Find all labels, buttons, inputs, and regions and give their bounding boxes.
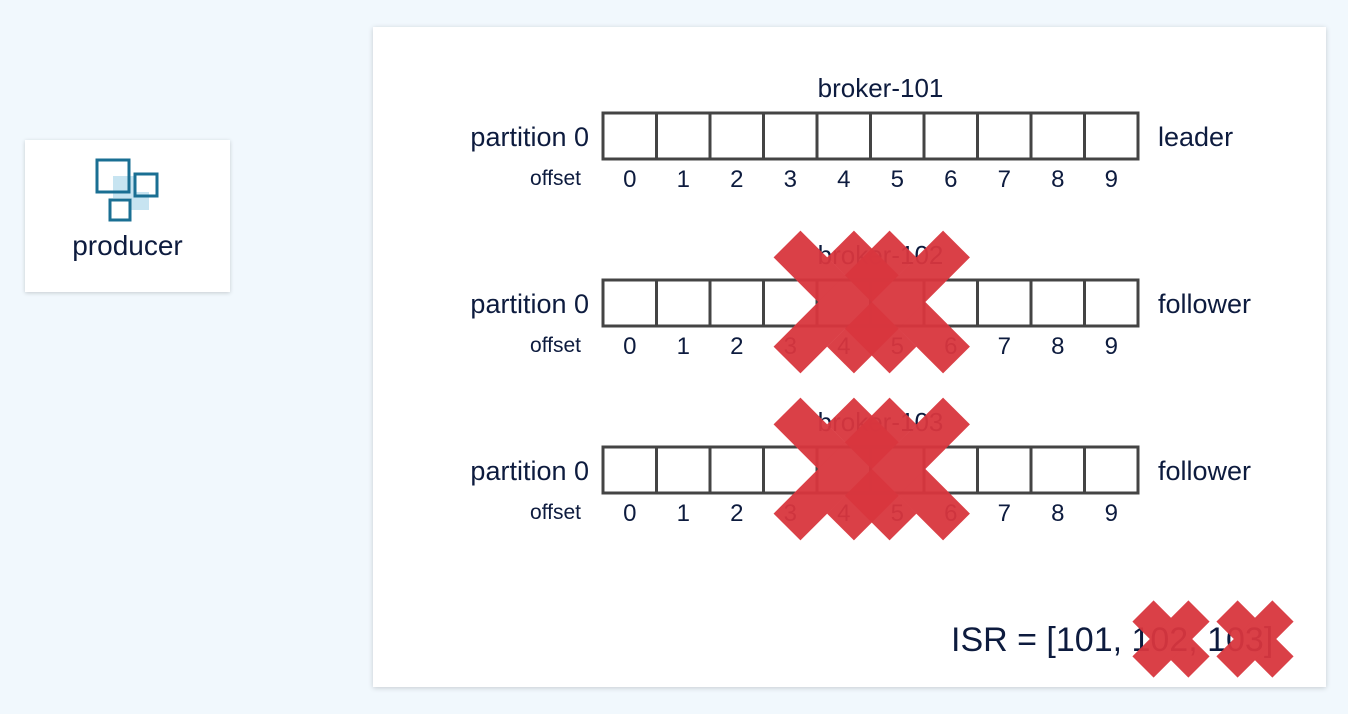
offset-cell: [655, 445, 712, 495]
offset-cell: [1029, 111, 1086, 161]
cross-mark: [827, 397, 970, 541]
broker-role-leader: leader: [1158, 122, 1233, 152]
offset-cell: [922, 111, 979, 161]
offset-number: 9: [1105, 333, 1118, 360]
cross-mark-stroke: [827, 230, 970, 374]
partition-label: partition 0: [470, 122, 589, 152]
offset-cell: [708, 278, 765, 328]
offset-number: 1: [677, 333, 690, 360]
offset-number: 8: [1051, 166, 1064, 193]
offset-number: 8: [1051, 333, 1064, 360]
offset-label: offset: [530, 334, 581, 357]
offset-cell: [976, 111, 1033, 161]
offset-cell: [869, 111, 926, 161]
offset-number: 2: [730, 166, 743, 193]
offset-number: 8: [1051, 500, 1064, 527]
isr-cross-mark-stroke: [1216, 600, 1294, 678]
offset-number: 1: [677, 500, 690, 527]
isr-cross-mark: [1216, 600, 1294, 678]
producer-squares-icon: [95, 158, 159, 222]
offset-cell: [1029, 278, 1086, 328]
offset-cell: [762, 111, 819, 161]
replication-panel: broker-101 partition 0 offset leader 0 1 2 3 4 5 6…: [373, 27, 1326, 687]
offset-number: 9: [1105, 166, 1118, 193]
offset-cell: [708, 445, 765, 495]
offset-cell: [601, 445, 658, 495]
offset-cell: [655, 278, 712, 328]
replication-diagram: broker-101 partition 0 offset leader 0 1 2 3 4 5 6…: [470, 73, 1294, 678]
producer-card: producer: [25, 140, 230, 292]
offset-cell: [815, 111, 872, 161]
offset-number: 6: [944, 166, 957, 193]
offset-number: 2: [730, 500, 743, 527]
broker-role-follower: follower: [1158, 289, 1251, 319]
offset-cell: [976, 445, 1033, 495]
offset-number: 7: [998, 166, 1011, 193]
offset-number: 3: [784, 166, 797, 193]
offset-cell: [976, 278, 1033, 328]
offset-cell: [1083, 278, 1140, 328]
offset-number: 0: [623, 333, 636, 360]
broker-role-follower: follower: [1158, 456, 1251, 486]
offset-number: 4: [837, 166, 850, 193]
offset-cell: [655, 111, 712, 161]
isr-label: ISR = [101, 102, 103]: [951, 621, 1273, 659]
offset-number: 2: [730, 333, 743, 360]
isr-cross-mark: [1132, 600, 1210, 678]
partition-label: partition 0: [470, 456, 589, 486]
offset-number: 1: [677, 166, 690, 193]
offset-cell: [1083, 445, 1140, 495]
partition-label: partition 0: [470, 289, 589, 319]
cross-mark-stroke: [827, 397, 970, 541]
offset-number: 9: [1105, 500, 1118, 527]
offset-number: 7: [998, 333, 1011, 360]
offset-cell: [1083, 111, 1140, 161]
offset-label: offset: [530, 501, 581, 524]
offset-cell: [1029, 445, 1086, 495]
offset-cell: [601, 111, 658, 161]
offset-number: 0: [623, 166, 636, 193]
cross-mark: [827, 230, 970, 374]
broker-name-broker-101: broker-101: [818, 73, 944, 103]
offset-number: 5: [891, 166, 904, 193]
offset-label: offset: [530, 167, 581, 190]
offset-cell: [601, 278, 658, 328]
isr-cross-mark-stroke: [1132, 600, 1210, 678]
offset-cell: [708, 111, 765, 161]
producer-label: producer: [72, 230, 183, 261]
offset-number: 7: [998, 500, 1011, 527]
offset-number: 0: [623, 500, 636, 527]
